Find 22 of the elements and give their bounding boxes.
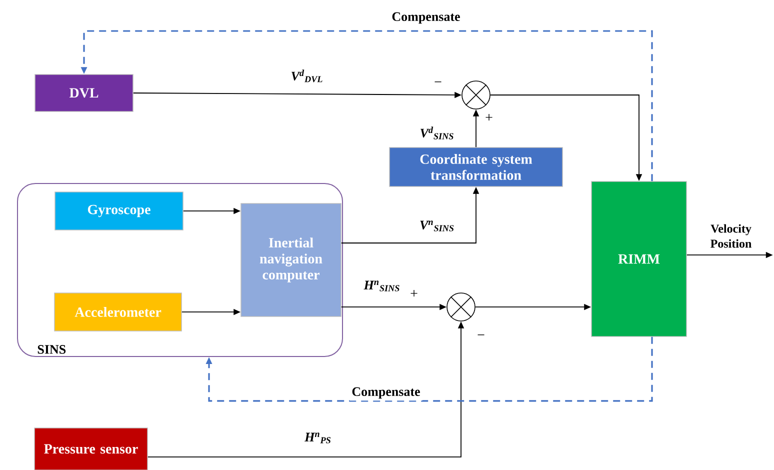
sign-label: − [478,334,484,336]
arrow [206,336,653,402]
process-box: DVL [34,74,134,112]
summing-junction [446,292,476,322]
edge-label: Compensate [350,385,422,401]
edge-label: V$^{d}$SINS [420,126,454,140]
edge-label: V$^{d}$DVL [292,70,322,82]
edge-label: Velocity Position [710,224,752,248]
edge-label: H$^{n}$SINS [364,280,400,292]
process-box: Inertial navigation computer [240,203,342,317]
sign-label: + [410,290,418,297]
process-box: RIMM [591,181,687,337]
process-box: Accelerometer [54,292,182,332]
process-box: Gyroscope [54,192,184,230]
edge-label: H$^{n}$PS [304,432,331,444]
sign-label: + [486,114,492,121]
edge-label: Compensate [390,10,462,26]
sign-label: − [434,81,442,82]
process-box: Pressure sensor [34,428,148,470]
summing-junction [462,80,490,110]
process-box: Coordinate system transformation [389,147,563,187]
edge-label: V$^{n}$SINS [420,220,454,232]
